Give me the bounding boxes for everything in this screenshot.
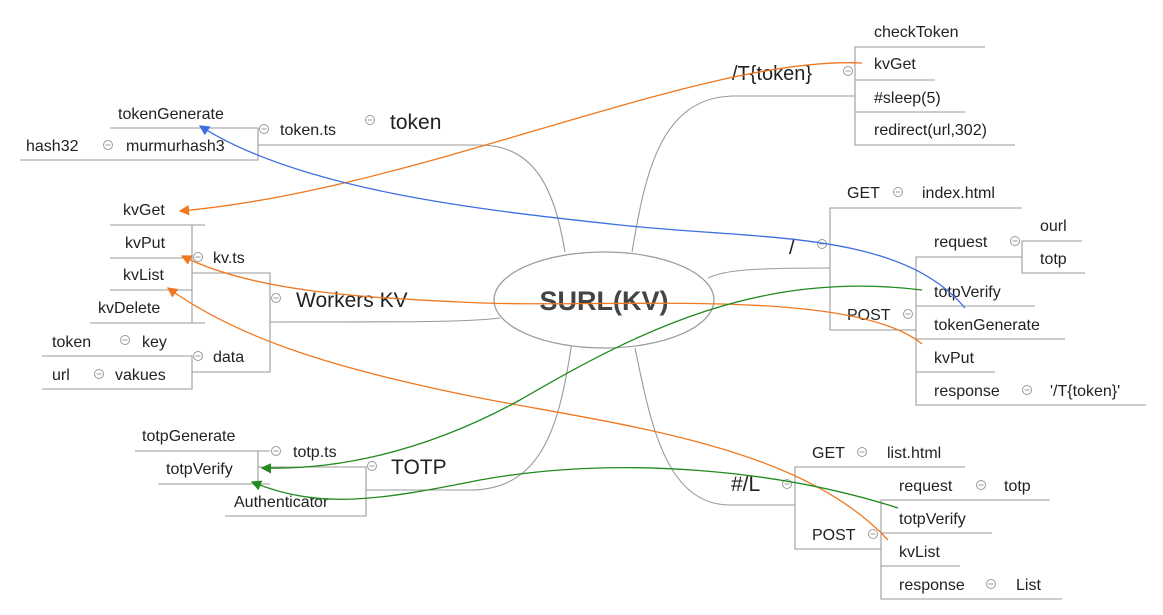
branch-list-route[interactable]: #/L GET list.html POST request totp totp… [731,445,1062,600]
collapse-toggle-icon[interactable] [271,446,281,456]
totp-verify-list[interactable]: totpVerify [899,511,966,528]
hash32-node[interactable]: hash32 [26,138,79,155]
branch-workers-kv[interactable]: Workers KV kv.ts kvGet kvPut kvList kvDe… [42,202,408,390]
collapse-toggle-icon[interactable] [1010,236,1020,246]
totp-node-list[interactable]: totp [1004,478,1031,495]
collapse-toggle-icon[interactable] [365,115,375,125]
central-node-label: SURL(KV) [540,286,669,316]
workers-kv-label: Workers KV [296,289,408,312]
kv-ts-node[interactable]: kv.ts [213,250,245,267]
key-node[interactable]: key [142,334,167,351]
branch-token[interactable]: token token.ts tokenGenerate murmurhash3… [20,106,480,161]
list-route-label: #/L [731,473,760,496]
sleep-node[interactable]: #sleep(5) [874,90,941,107]
ourl-node[interactable]: ourl [1040,218,1067,235]
collapse-toggle-icon[interactable] [1022,385,1032,395]
kvdelete-node[interactable]: kvDelete [98,300,160,317]
token-route-label: /T{token} [732,63,812,85]
url-label[interactable]: url [52,367,70,384]
collapse-toggle-icon[interactable] [259,124,269,134]
collapse-toggle-icon[interactable] [857,447,867,457]
collapse-toggle-icon[interactable] [367,461,377,471]
request-root[interactable]: request [934,234,988,251]
vakues-node[interactable]: vakues [115,367,166,384]
token-ts-node[interactable]: token.ts [280,122,336,139]
cross-links [166,62,966,541]
totp-label: TOTP [391,456,447,479]
post-root[interactable]: POST [847,307,891,324]
post-list[interactable]: POST [812,527,856,544]
get-index[interactable]: GET [847,185,880,202]
data-node[interactable]: data [213,349,244,366]
totp-node-root[interactable]: totp [1040,251,1067,268]
link-kvput [180,255,923,345]
link-kvget [178,62,863,216]
central-node[interactable]: SURL(KV) [493,251,715,349]
token-generate-root[interactable]: tokenGenerate [934,317,1040,334]
list-value-node[interactable]: List [1016,577,1041,594]
collapse-toggle-icon[interactable] [94,369,104,379]
redirect-node[interactable]: redirect(url,302) [874,122,987,139]
list-html-node[interactable]: list.html [887,445,941,462]
totp-verify-node[interactable]: totpVerify [166,461,233,478]
collapse-toggle-icon[interactable] [120,335,130,345]
collapse-toggle-icon[interactable] [893,187,903,197]
collapse-toggle-icon[interactable] [903,309,913,319]
totp-generate-node[interactable]: totpGenerate [142,428,236,445]
collapse-toggle-icon[interactable] [986,579,996,589]
link-token-generate [198,125,966,309]
index-html-node[interactable]: index.html [922,185,995,202]
link-kvlist [166,287,889,541]
kvlist-list[interactable]: kvList [899,544,940,561]
branch-totp[interactable]: TOTP totp.ts totpGenerate totpVerify Aut… [135,428,447,517]
token-label: token [390,111,441,134]
totp-ts-node[interactable]: totp.ts [293,444,337,461]
link-totp-verify-list [250,467,899,509]
collapse-toggle-icon[interactable] [976,480,986,490]
totp-verify-root[interactable]: totpVerify [934,284,1001,301]
collapse-toggle-icon[interactable] [843,66,853,76]
branch-root-route[interactable]: / GET index.html POST request ourl totp … [789,185,1146,406]
get-list[interactable]: GET [812,445,845,462]
response-root[interactable]: response [934,383,1000,400]
response-list[interactable]: response [899,577,965,594]
kvput-root[interactable]: kvPut [934,350,975,367]
collapse-toggle-icon[interactable] [271,293,281,303]
collapse-toggle-icon[interactable] [193,351,203,361]
root-route-label: / [789,236,795,259]
kvput-node[interactable]: kvPut [125,235,166,252]
token-key-label[interactable]: token [52,334,91,351]
response-value-node[interactable]: '/T{token}' [1050,383,1120,400]
kvlist-node[interactable]: kvList [123,267,164,284]
collapse-toggle-icon[interactable] [868,529,878,539]
check-token-node[interactable]: checkToken [874,24,959,41]
collapse-toggle-icon[interactable] [103,140,113,150]
request-list[interactable]: request [899,478,953,495]
authenticator-node[interactable]: Authenticator [234,494,329,511]
kvget-node-route[interactable]: kvGet [874,56,916,73]
kvget-node[interactable]: kvGet [123,202,165,219]
collapse-toggle-icon[interactable] [193,252,203,262]
branch-token-route[interactable]: /T{token} checkToken kvGet #sleep(5) red… [730,24,1015,146]
murmurhash3-node[interactable]: murmurhash3 [126,138,225,155]
link-totp-verify-root [260,285,923,474]
token-generate-node[interactable]: tokenGenerate [118,106,224,123]
